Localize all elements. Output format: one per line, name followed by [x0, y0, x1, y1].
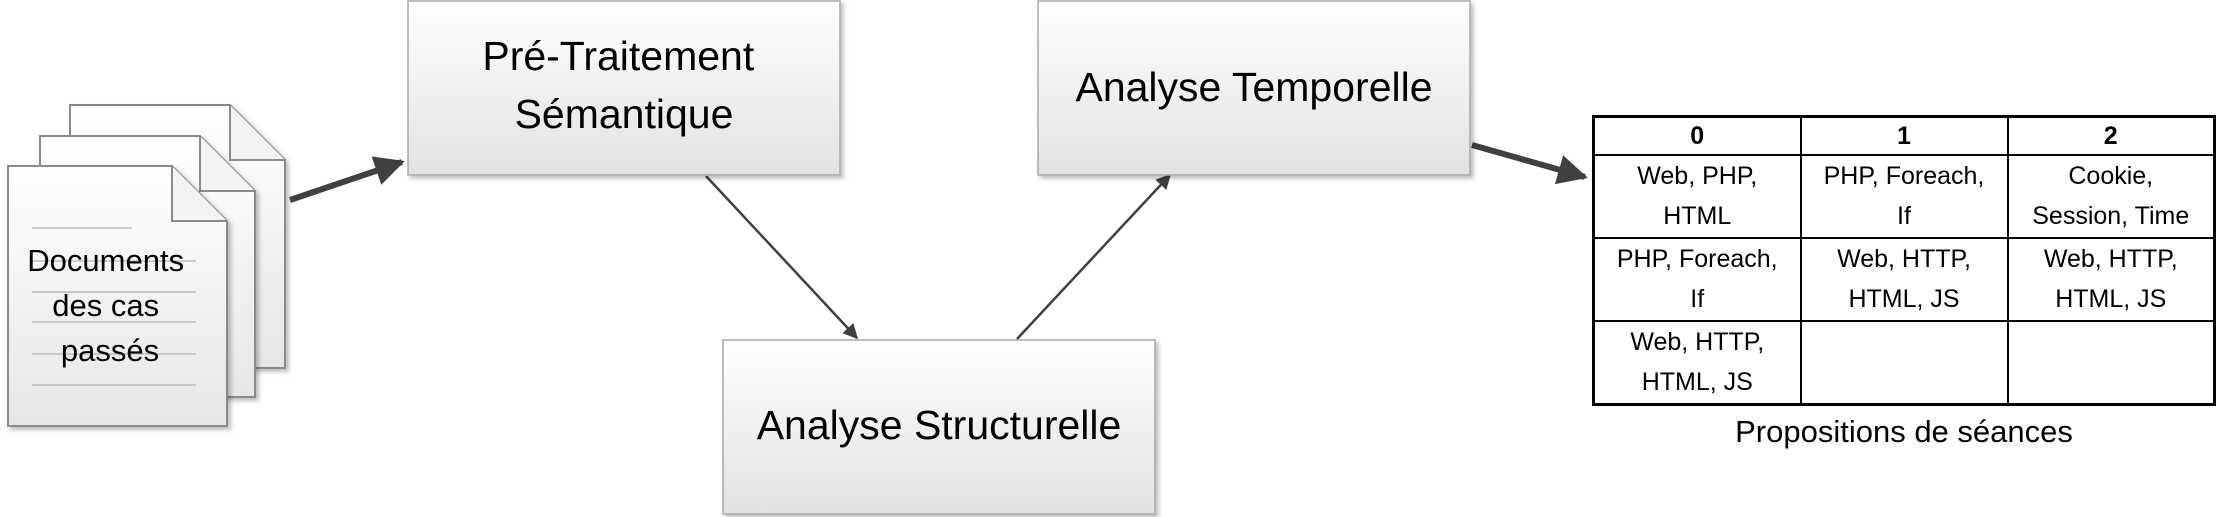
arrow-temporelle-to-table: [1471, 142, 1588, 185]
svg-text:Analyse Structurelle: Analyse Structurelle: [757, 402, 1122, 448]
documents-label: Documents des cas passés: [27, 243, 192, 368]
table-cell: Web, HTTP,HTML, JS: [2006, 236, 2216, 322]
node-temporelle-line-1: Analyse Temporelle: [1075, 64, 1432, 110]
table-cell: Web, HTTP,HTML, JS: [1592, 319, 1802, 406]
node-pretraitement-line-2: Sémantique: [515, 91, 734, 137]
node-analyse-temporelle: Analyse Temporelle: [1037, 0, 1471, 176]
sessions-table-header-cell: 1: [1799, 115, 2009, 156]
document-stack-icon: Documents des cas passés: [7, 104, 286, 427]
table-row: PHP, Foreach,If Web, HTTP,HTML, JS Web, …: [1592, 236, 2216, 322]
document-lines: [32, 227, 196, 386]
table-cell: Web, PHP,HTML: [1592, 154, 1802, 239]
sessions-table-header-row: 0 1 2: [1592, 115, 2216, 156]
svg-text:Analyse Temporelle: Analyse Temporelle: [1075, 64, 1432, 110]
table-cell: Web, HTTP,HTML, JS: [1799, 236, 2009, 322]
table-cell: PHP, Foreach,If: [1592, 236, 1802, 322]
documents-label-line-1: Documents: [27, 243, 184, 278]
table-cell: [1799, 319, 2009, 406]
node-pretraitement-semantique: Pré-Traitement Sémantique: [407, 0, 841, 176]
document-front: [7, 165, 228, 427]
sessions-table-header-cell: 2: [2006, 115, 2216, 156]
sessions-table: 0 1 2 Web, PHP,HTML PHP, Foreach,If Cook…: [1592, 115, 2216, 406]
node-pretraitement-line-1: Pré-Traitement: [482, 33, 754, 79]
arrow-structurelle-to-temporelle: [1016, 173, 1172, 340]
table-cell: PHP, Foreach,If: [1799, 154, 2009, 239]
arrow-documents-to-pretraitement: [289, 156, 405, 203]
table-row: Web, HTTP,HTML, JS: [1592, 319, 2216, 406]
table-caption: Propositions de séances: [1735, 414, 2073, 449]
table-cell: [2006, 319, 2216, 406]
sessions-table-header-cell: 0: [1592, 115, 1802, 156]
documents-label-line-2: des cas: [52, 288, 159, 323]
svg-text:Pré-Traitement Sémantiqu: Pré-Traitement Sémantique: [482, 33, 765, 137]
arrow-pretraitement-to-structurelle: [705, 175, 859, 340]
table-cell: Cookie,Session, Time: [2006, 154, 2216, 239]
documents-label-line-3: passés: [61, 333, 159, 368]
node-structurelle-line-1: Analyse Structurelle: [757, 402, 1122, 448]
node-analyse-structurelle: Analyse Structurelle: [722, 339, 1156, 515]
table-row: Web, PHP,HTML PHP, Foreach,If Cookie,Ses…: [1592, 154, 2216, 239]
